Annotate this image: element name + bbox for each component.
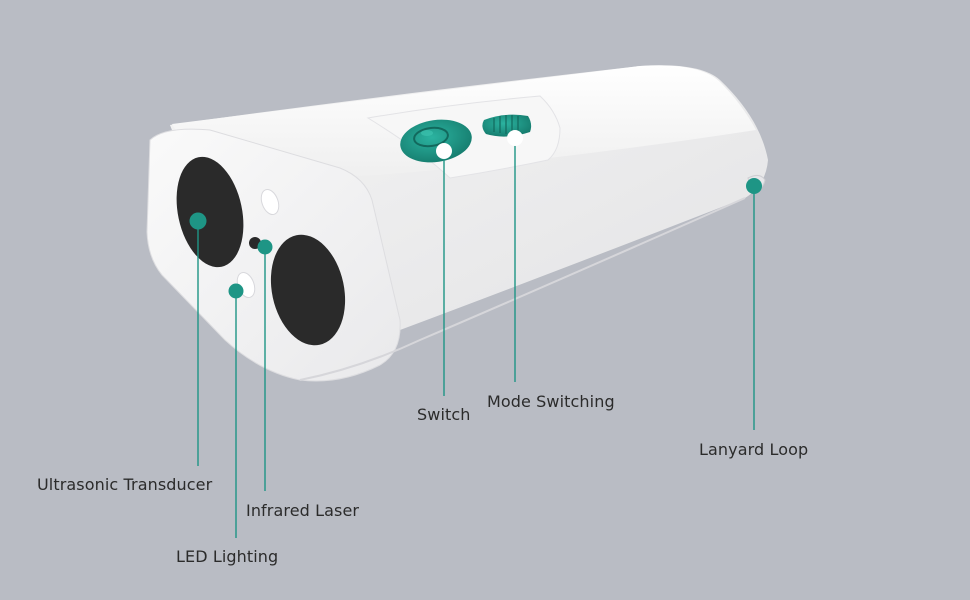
callout-dot-ultrasonic <box>189 212 207 230</box>
switch-button[interactable] <box>397 115 474 167</box>
callout-dot-mode <box>507 130 523 146</box>
ultrasonic-transducer-right <box>270 234 346 346</box>
label-infrared-laser: Infrared Laser <box>246 501 360 520</box>
callout-lines <box>197 138 755 538</box>
led-top <box>260 188 280 216</box>
label-switch: Switch <box>417 405 471 424</box>
callout-dot-lanyard <box>746 178 762 194</box>
callout-dot-led <box>228 283 244 299</box>
label-mode-switching: Mode Switching <box>487 392 615 411</box>
ultrasonic-transducer-left <box>176 156 244 268</box>
label-lanyard-loop: Lanyard Loop <box>699 440 809 459</box>
callout-dot-infrared <box>257 239 273 255</box>
callout-dot-switch <box>436 143 452 159</box>
label-ultrasonic-transducer: Ultrasonic Transducer <box>37 475 213 494</box>
label-led-lighting: LED Lighting <box>176 547 279 566</box>
